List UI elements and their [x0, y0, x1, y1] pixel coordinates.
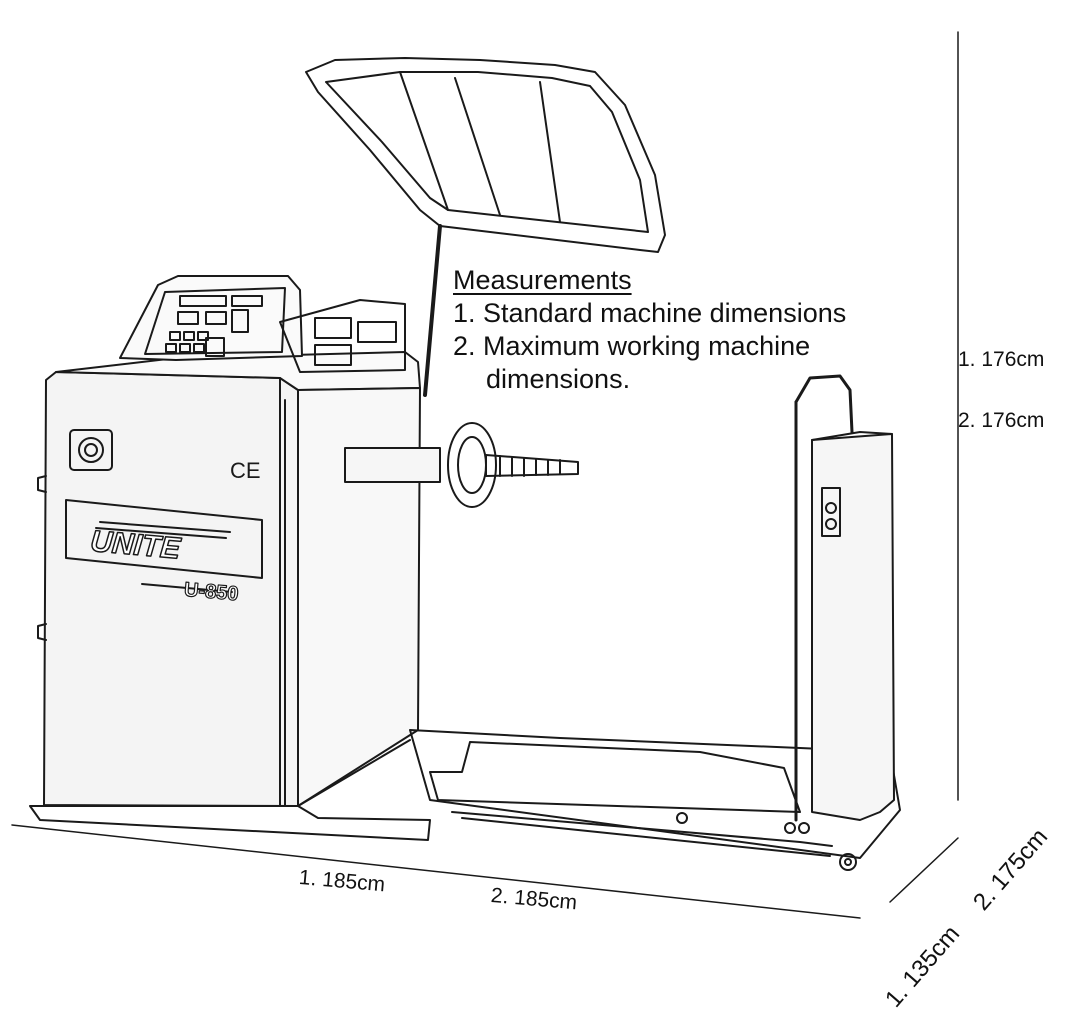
dimension-lines: [11, 31, 959, 919]
legend-title: Measurements: [453, 265, 632, 295]
side-hooks: [37, 475, 47, 641]
depth-line: [889, 837, 959, 903]
lift-column: [794, 374, 895, 822]
cabinet: [29, 351, 431, 841]
control-panel: [119, 275, 406, 373]
legend-item-max-cont: dimensions.: [486, 364, 631, 394]
power-switch-icon: [69, 429, 113, 471]
wheel-guard-hood: [305, 57, 666, 397]
floor-frame: [409, 729, 901, 871]
spindle-shaft: [344, 422, 579, 508]
model-label: U-850: [183, 579, 239, 606]
legend-item-max: 2. Maximum working machine: [453, 331, 811, 361]
height-standard-label: 1. 176cm: [958, 348, 1045, 371]
measurements-legend: Measurements 1. Standard machine dimensi…: [453, 264, 846, 396]
height-max-label: 2. 176cm: [958, 409, 1045, 432]
ce-mark: CE: [230, 458, 261, 483]
width-line: [11, 824, 861, 919]
legend-item-standard: 1. Standard machine dimensions: [453, 298, 847, 328]
